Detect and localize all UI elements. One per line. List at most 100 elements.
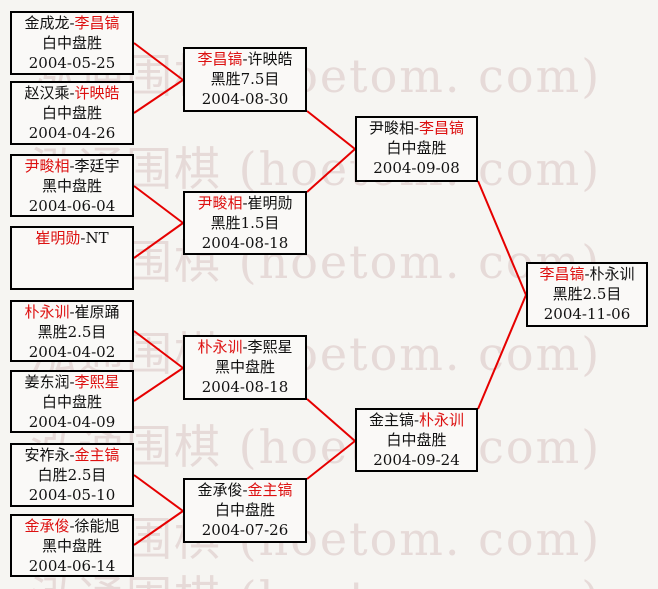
match-date: 2004-05-25 (28, 54, 116, 72)
players-separator: - (242, 50, 248, 68)
match-players: 金主镐-朴永训 (357, 410, 476, 430)
connector-line (133, 367, 184, 402)
match-result: 白中盘胜 (386, 139, 447, 157)
player2-name: 金主镐 (247, 481, 293, 499)
players-separator: - (69, 14, 75, 32)
match-players: 朴永训-李熙星 (185, 337, 305, 357)
player1-name: 朴永训 (24, 303, 70, 321)
match-box-sf-2: 金主镐-朴永训 白中盘胜 2004-09-24 (355, 408, 478, 472)
match-date: 2004-09-08 (373, 159, 460, 177)
connector-line (306, 110, 356, 150)
connector-line (133, 330, 184, 369)
players-separator: - (69, 303, 75, 321)
match-result: 白中盘胜 (386, 431, 447, 449)
player1-name: 金承俊 (197, 481, 243, 499)
match-date: 2004-09-24 (373, 451, 460, 469)
connector-line (133, 510, 184, 546)
connector-line (133, 185, 184, 224)
connector-line (306, 440, 356, 480)
match-result: 白中盘胜 (214, 501, 275, 519)
player2-name: 朴永训 (419, 411, 465, 429)
player2-name: 李昌镐 (74, 14, 120, 32)
player1-name: 朴永训 (197, 338, 243, 356)
player2-name: 崔明勋 (247, 194, 293, 212)
match-box-r1-8: 金承俊-徐能旭 黑中盘胜 2004-06-14 (10, 514, 134, 577)
connector-line (133, 222, 184, 259)
match-date: 2004-04-09 (28, 413, 116, 431)
match-result: 白中盘胜 (41, 104, 102, 122)
match-result: 白中盘胜 (41, 393, 102, 411)
match-box-r1-1: 金成龙-李昌镐 白中盘胜 2004-05-25 (10, 11, 134, 75)
match-result: 黑中盘胜 (41, 177, 102, 195)
player1-name: 尹畯相 (368, 119, 414, 137)
match-result: 黑胜1.5目 (210, 214, 280, 232)
match-box-r2-2: 尹畯相-崔明勋 黑胜1.5目 2004-08-18 (183, 191, 307, 255)
player2-name: 李廷宇 (74, 157, 120, 175)
players-separator: - (413, 119, 420, 137)
match-players: 朴永训-崔原踊 (12, 302, 132, 322)
player1-name: 尹畯相 (24, 157, 70, 175)
match-box-r2-1: 李昌镐-许映皓 黑胜7.5目 2004-08-30 (183, 47, 307, 112)
player2-name: 许映皓 (74, 84, 120, 102)
players-separator: - (242, 194, 248, 212)
match-players: 金承俊-徐能旭 (12, 516, 132, 536)
match-date: 2004-04-26 (28, 124, 116, 142)
match-box-sf-1: 尹畯相-李昌镐 白中盘胜 2004-09-08 (355, 116, 478, 182)
watermark-text: 泓通围棋 (hoetom. com) (30, 562, 601, 589)
players-separator: - (69, 373, 75, 391)
match-date: 2004-08-30 (201, 90, 289, 108)
player2-name: 李熙星 (247, 338, 293, 356)
players-separator: - (69, 446, 75, 464)
match-players: 安祚永-金主镐 (12, 445, 132, 465)
match-players: 金承俊-金主镐 (185, 480, 305, 500)
player1-name: 崔明勋 (35, 229, 81, 247)
match-players: 金成龙-李昌镐 (12, 13, 132, 33)
match-result: 黑胜7.5目 (210, 70, 280, 88)
match-players: 姜东润-李熙星 (12, 372, 132, 392)
players-separator: - (242, 481, 248, 499)
match-date: 2004-08-18 (201, 234, 289, 252)
match-date: 2004-06-14 (28, 557, 116, 575)
match-box-r1-3: 尹畯相-李廷宇 黑中盘胜 2004-06-04 (10, 154, 134, 217)
players-separator: - (584, 265, 590, 283)
match-date: 2004-11-06 (543, 305, 631, 323)
player2-name: 李昌镐 (419, 119, 465, 137)
connector-line (133, 474, 184, 512)
match-date: 2004-05-10 (28, 486, 116, 504)
match-result: 黑中盘胜 (214, 358, 275, 376)
match-result: 黑胜2.5目 (552, 285, 622, 303)
player1-name: 金成龙 (24, 14, 70, 32)
players-separator: - (69, 517, 75, 535)
match-box-r1-6: 姜东润-李熙星 白中盘胜 2004-04-09 (10, 370, 134, 433)
player2-name: 崔原踊 (74, 303, 120, 321)
connector-line (306, 398, 356, 442)
player1-name: 安祚永 (24, 446, 70, 464)
match-result: 白胜2.5目 (37, 466, 107, 484)
match-date: 2004-07-26 (201, 521, 289, 539)
match-players: 尹畯相-李廷宇 (12, 156, 132, 176)
match-players: 李昌镐-许映皓 (185, 49, 305, 69)
player2-name: 李熙星 (74, 373, 120, 391)
match-date: 2004-04-02 (28, 343, 116, 361)
match-players: 李昌镐-朴永训 (528, 264, 646, 284)
player2-name: 徐能旭 (74, 517, 120, 535)
match-date: 2004-06-04 (28, 197, 116, 215)
connector-line (133, 79, 184, 114)
player2-name: NT (85, 229, 109, 247)
match-date: 2004-08-18 (201, 378, 289, 396)
player1-name: 金主镐 (368, 411, 414, 429)
player2-name: 朴永训 (589, 265, 635, 283)
match-result: 黑中盘胜 (41, 537, 102, 555)
match-box-r1-5: 朴永训-崔原踊 黑胜2.5目 2004-04-02 (10, 300, 134, 362)
player2-name: 许映皓 (247, 50, 293, 68)
match-box-final: 李昌镐-朴永训 黑胜2.5目 2004-11-06 (526, 262, 648, 327)
player1-name: 李昌镐 (197, 50, 243, 68)
player1-name: 李昌镐 (539, 265, 585, 283)
player1-name: 赵汉乘 (24, 84, 70, 102)
player2-name: 金主镐 (74, 446, 120, 464)
match-box-r1-4: 崔明勋-NT (10, 226, 134, 290)
match-box-r2-4: 金承俊-金主镐 白中盘胜 2004-07-26 (183, 478, 307, 543)
match-players: 崔明勋-NT (12, 228, 132, 248)
